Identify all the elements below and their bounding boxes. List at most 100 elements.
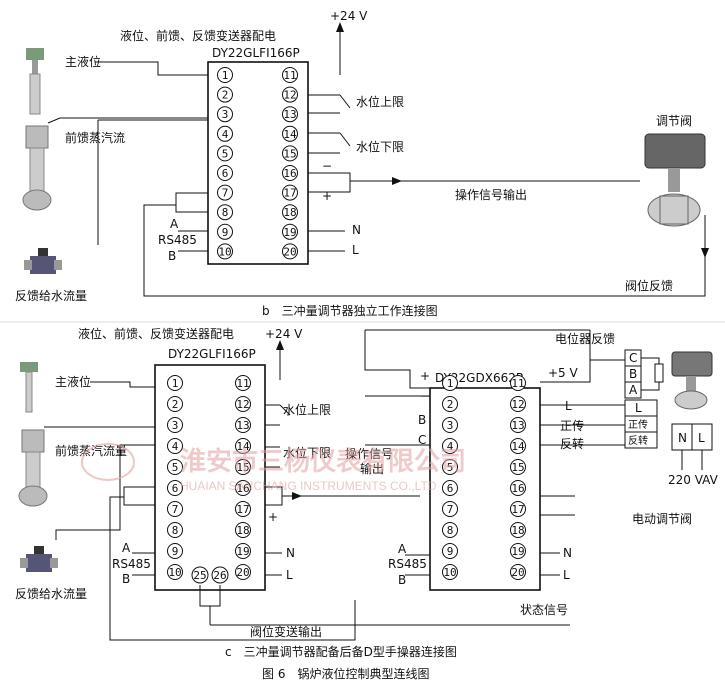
top-caption: b 三冲量调节器独立工作连接图 [262, 303, 438, 318]
bottom-extra-terminal-25: 25 [193, 569, 206, 582]
bottom2-terminal-circle-19 [510, 543, 526, 559]
bottom-terminal-circle-20 [235, 564, 251, 580]
bottom-terminal-6: 6 [172, 482, 179, 495]
bottom2-terminal-3: 3 [447, 419, 454, 432]
top-terminal-circle-1 [217, 67, 233, 83]
bottom2-terminal-6: 6 [447, 482, 454, 495]
bottom2-terminal-2: 2 [447, 398, 454, 411]
bottom-terminal-circle-4 [167, 438, 183, 454]
bottom-plus: + [268, 510, 278, 524]
top-terminal-3: 3 [222, 108, 229, 121]
bottom2-terminal-10: 10 [443, 566, 456, 579]
bottom2-b-rs: B [398, 573, 406, 587]
top-low-limit: 水位下限 [356, 139, 404, 154]
top-terminal-circle-15 [282, 145, 298, 162]
bottom-sensor-main-level: 主液位 [55, 374, 91, 389]
electric-valve-icon [671, 351, 713, 410]
bottom2-terminal-circle-16 [510, 480, 526, 496]
bottom2-terminal-circle-12 [510, 396, 526, 412]
top-terminal-17: 17 [283, 187, 296, 200]
bottom-n: N [286, 546, 295, 560]
bottom2-terminal-18: 18 [511, 524, 524, 537]
bottom-rs485: RS485 [112, 557, 151, 571]
bottom2-n: N [563, 546, 572, 560]
top-terminal-19: 19 [283, 226, 296, 239]
bottom2-terminal-7: 7 [447, 503, 454, 516]
bottom2-terminal-circle-6 [442, 480, 458, 496]
bottom2-terminal-8: 8 [447, 524, 454, 537]
bottom-extra-terminal-26: 26 [213, 569, 226, 582]
top-terminal-8: 8 [222, 206, 229, 219]
bottom-terminal-3: 3 [172, 419, 179, 432]
bottom2-terminal-20: 20 [511, 566, 524, 579]
figure-caption: 图 6 锅炉液位控制典型连线图 [262, 666, 429, 681]
top-model: DY22GLFI166P [212, 46, 300, 60]
ctrl-box-l: L [635, 401, 642, 415]
top-terminal-11: 11 [283, 69, 296, 82]
steam-flow-sensor-icon-2 [18, 429, 48, 507]
top-terminal-circle-13 [282, 106, 298, 123]
top-terminal-18: 18 [283, 206, 296, 219]
bottom2-terminal-circle-13 [510, 417, 526, 433]
top-b: B [168, 249, 176, 263]
top-high-limit: 水位上限 [356, 94, 404, 109]
top-minus: − [322, 159, 332, 173]
pot-letter-b: B [629, 367, 637, 381]
bottom-terminal-circle-10 [167, 564, 183, 580]
bottom-terminal-circle-2 [167, 396, 183, 412]
bottom-op-signal-2: 输出 [360, 461, 384, 476]
bottom2-plus5v: +5 V [548, 366, 579, 380]
bottom-terminal-circle-3 [167, 417, 183, 433]
bottom-terminal-circle-17 [235, 501, 251, 517]
level-sensor-icon-2 [20, 362, 38, 413]
bottom-terminal-8: 8 [172, 524, 179, 537]
bottom-sensor-feedback: 反馈给水流量 [15, 587, 87, 601]
bottom2-terminal-14: 14 [511, 440, 525, 453]
bottom2-terminal-15: 15 [511, 461, 524, 474]
bottom-terminal-4: 4 [172, 440, 179, 453]
top-valve: 调节阀 [656, 114, 692, 128]
bottom-terminal-15: 15 [236, 461, 249, 474]
bottom-terminal-5: 5 [172, 461, 179, 474]
bottom-extra-terminal-circle-26 [211, 566, 229, 584]
watermark-en: HUAIAN SANCHANG INSTRUMENTS CO.,LTD [180, 479, 437, 493]
bottom-terminal-12: 12 [236, 398, 249, 411]
bottom-terminal-circle-8 [167, 522, 183, 538]
bottom-terminal-18: 18 [236, 524, 249, 537]
top-terminal-circle-18 [282, 204, 298, 221]
bottom2-terminal-circle-17 [510, 501, 526, 517]
top-terminal-circle-3 [217, 106, 233, 123]
bottom2-terminal-11: 11 [511, 377, 524, 390]
top-terminal-14: 14 [283, 128, 297, 141]
top-sensor-feedforward: 前馈蒸汽流 [65, 130, 125, 145]
bottom2-terminal-circle-4 [442, 438, 458, 454]
pot-letter-box: C B A [590, 349, 664, 399]
bottom-terminal-circle-18 [235, 522, 251, 538]
bottom2-terminal-circle-15 [510, 459, 526, 475]
bottom-terminal-17: 17 [236, 503, 249, 516]
bottom2-c: C [418, 433, 426, 447]
control-valve-icon [644, 133, 706, 227]
top-sensor-main-level: 主液位 [65, 54, 101, 69]
top-terminal-20: 20 [283, 245, 296, 258]
top-terminal-10: 10 [218, 245, 231, 258]
top-terminal-circle-11 [282, 67, 298, 83]
bottom2-rs485: RS485 [388, 557, 427, 571]
watermark-cn: 淮安市三杨仪表有限公司 [180, 446, 466, 477]
bottom2-l-label: L [565, 399, 572, 413]
bottom-terminal-7: 7 [172, 503, 179, 516]
bottom-power-title: 液位、前馈、反馈变送器配电 [78, 326, 234, 341]
bottom2-terminal-16: 16 [511, 482, 524, 495]
bottom2-terminal-19: 19 [511, 545, 524, 558]
bottom2-plus: + [420, 369, 430, 383]
bottom2-l: L [563, 568, 570, 582]
top-rs485: RS485 [158, 233, 197, 247]
top-terminal-12: 12 [283, 89, 296, 102]
top-l: L [352, 243, 359, 257]
top-terminal-circle-5 [217, 145, 233, 162]
bottom-terminal-circle-12 [235, 396, 251, 412]
